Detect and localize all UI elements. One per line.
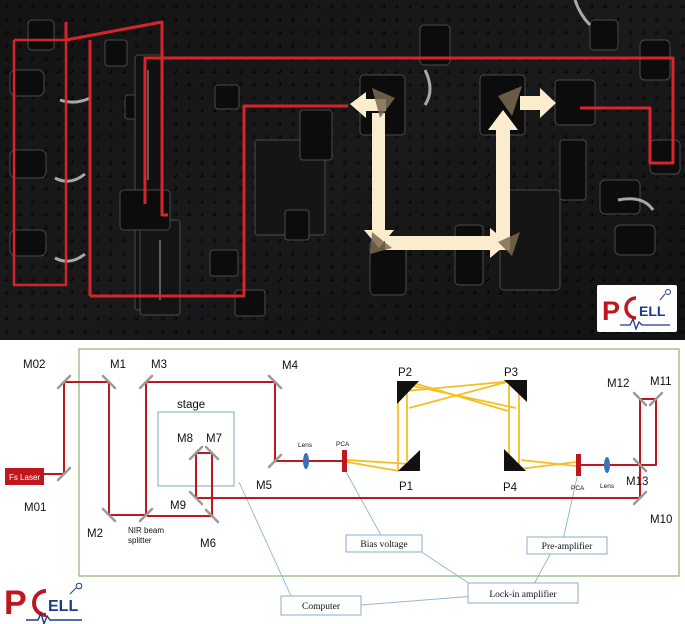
photo-logo-ell: ELL xyxy=(639,303,666,319)
pre-amplifier-box xyxy=(526,536,608,555)
schematic-logo-letter-p: P xyxy=(4,584,27,622)
computer-label: Computer xyxy=(302,602,341,612)
label-pca-left: PCA xyxy=(336,441,350,448)
label-m5: M5 xyxy=(256,480,272,492)
schematic-frame xyxy=(78,348,680,577)
signal-wires xyxy=(238,469,579,606)
label-splitter-line1: NIR beam xyxy=(128,526,164,535)
label-m6: M6 xyxy=(200,538,216,550)
pre-amplifier-label: Pre-amplifier xyxy=(542,541,593,552)
parabolic-mirror-p2 xyxy=(397,381,419,404)
label-m10: M10 xyxy=(650,514,672,526)
label-lens-right: Lens xyxy=(600,483,615,490)
label-m11: M11 xyxy=(650,376,672,388)
label-pca-right: PCA xyxy=(571,485,585,492)
schematic-logo-ell: ELL xyxy=(48,598,78,615)
label-m3: M3 xyxy=(151,359,167,371)
pca-emitter xyxy=(342,450,347,472)
label-m13: M13 xyxy=(626,476,648,488)
label-m2: M2 xyxy=(87,528,103,540)
parabolic-mirror-p3 xyxy=(504,380,527,402)
thz-path xyxy=(346,380,577,472)
setup-photo: P ELL xyxy=(0,0,685,340)
fs-laser-label: Fs Laser xyxy=(9,473,40,482)
lockin-amplifier-label: Lock-in amplifier xyxy=(489,589,557,600)
label-p1: P1 xyxy=(399,481,413,493)
fs-laser-box xyxy=(5,468,44,485)
photo-logo-letter-p: P xyxy=(602,296,620,326)
bias-voltage-label: Bias voltage xyxy=(360,540,407,550)
lens-left xyxy=(303,453,309,469)
label-m01: M01 xyxy=(24,502,46,514)
cables xyxy=(54,0,655,263)
schematic-logo: P ELL xyxy=(4,582,83,624)
label-m9: M9 xyxy=(170,500,186,512)
label-m1: M1 xyxy=(110,359,126,371)
schematic: Fs Laser M02 M01 M1 M2 M3 M4 M5 M6 M7 M8… xyxy=(4,348,680,624)
flat-mirrors xyxy=(56,374,664,524)
parabolic-mirror-p4 xyxy=(504,449,526,471)
instrument-boxes: Bias voltage Pre-amplifier Lock-in ampli… xyxy=(280,534,608,616)
computer-box xyxy=(280,595,362,616)
label-m02: M02 xyxy=(23,359,45,371)
label-m4: M4 xyxy=(282,360,299,372)
optical-mounts xyxy=(9,19,681,317)
label-p3: P3 xyxy=(504,367,518,379)
lockin-amplifier-box xyxy=(467,582,579,604)
label-p4: P4 xyxy=(503,482,518,494)
label-stage: stage xyxy=(177,399,205,411)
label-m8: M8 xyxy=(177,433,193,445)
label-lens-left: Lens xyxy=(298,442,313,449)
laser-path xyxy=(43,381,657,517)
label-m7: M7 xyxy=(206,433,222,445)
parabolic-mirror-p1 xyxy=(398,450,420,471)
label-splitter-line2: splitter xyxy=(128,536,152,545)
laser-path-photo xyxy=(12,20,675,298)
pca-detector xyxy=(576,454,581,476)
photo-logo: P ELL xyxy=(597,285,677,332)
parabolic-mirrors xyxy=(397,380,527,471)
lens-right xyxy=(604,457,610,473)
label-p2: P2 xyxy=(398,367,412,379)
bias-voltage-box xyxy=(345,534,423,553)
thz-beam-photo xyxy=(350,88,556,258)
label-m12: M12 xyxy=(607,378,629,390)
